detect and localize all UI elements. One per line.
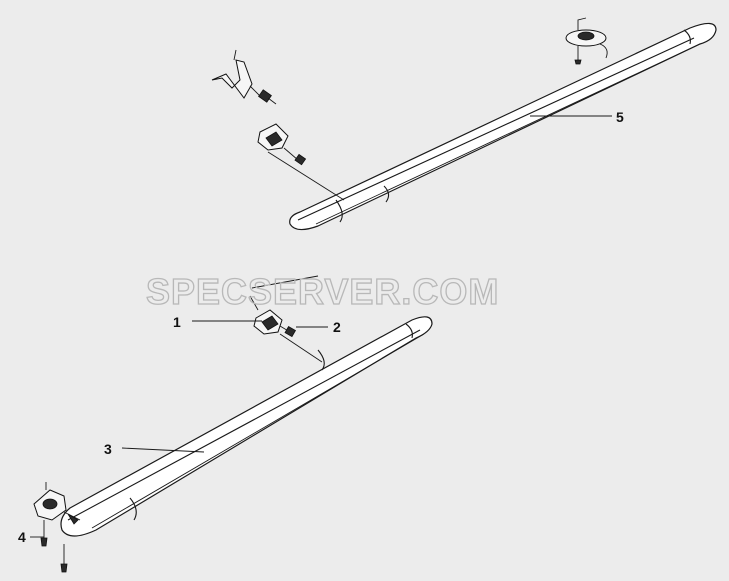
upper-rail [289, 22, 717, 231]
callout-4: 4 [18, 529, 26, 545]
watermark: SPECSERVER.COM [146, 271, 499, 312]
callout-3: 3 [104, 441, 112, 457]
leader-3 [121, 447, 205, 453]
callout-2: 2 [333, 319, 341, 335]
upper-bracket [211, 49, 277, 105]
callout-5: 5 [616, 109, 624, 125]
lower-rail [60, 316, 433, 537]
callout-1: 1 [173, 314, 181, 330]
lower-clip [249, 275, 323, 363]
upper-front-mount [565, 17, 608, 65]
lower-rear-mount [33, 482, 81, 573]
upper-clip [257, 123, 345, 201]
